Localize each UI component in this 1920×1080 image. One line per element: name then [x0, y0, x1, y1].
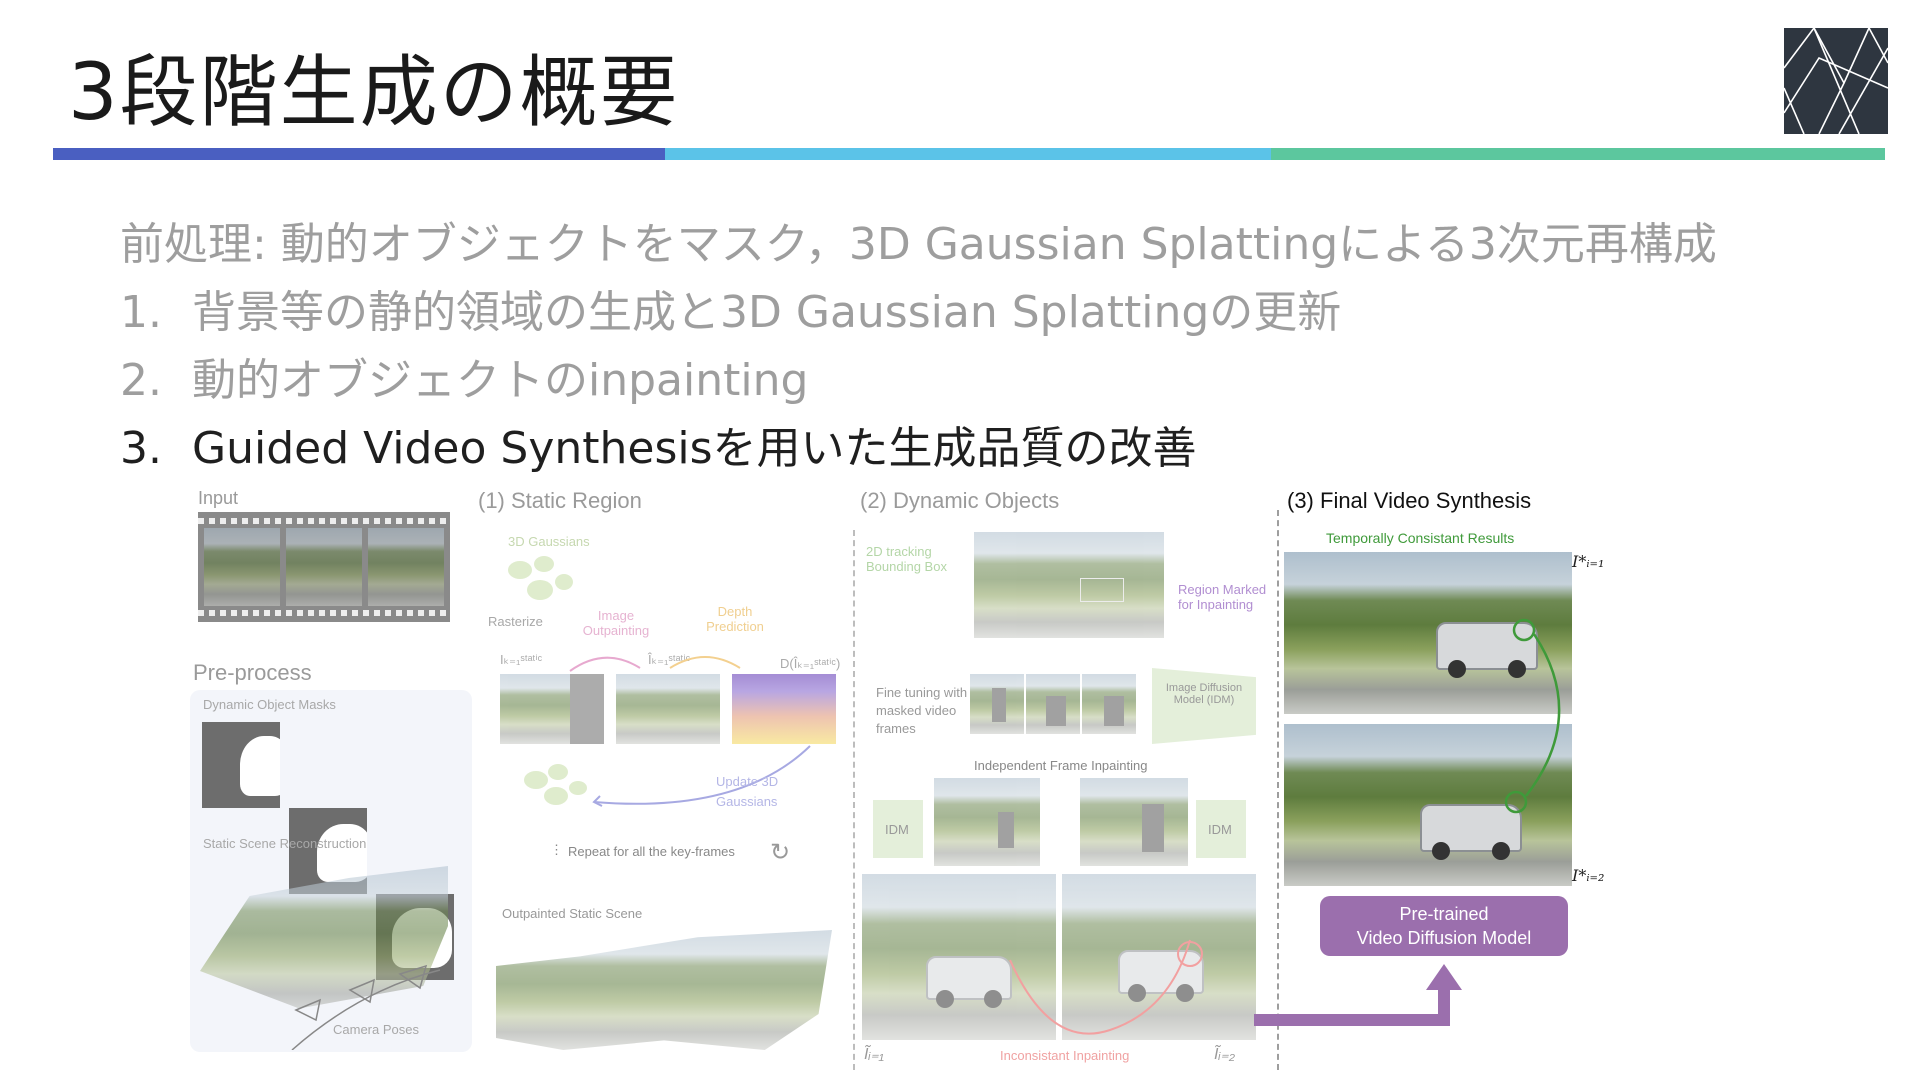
idm-label-left: IDM	[885, 822, 909, 837]
outpainted-image	[616, 674, 720, 744]
update-label: Update 3D Gaussians	[716, 774, 779, 809]
input-film-strip	[198, 512, 450, 622]
outpaint-arrow-icon	[569, 656, 741, 672]
repeat-icon: ⋮	[550, 842, 563, 857]
model-input-arrow-icon	[1254, 964, 1462, 1026]
bullet-text: 前処理: 動的オブジェクトをマスク，3D Gaussian Splattingに…	[120, 219, 1717, 270]
final-title: (3) Final Video Synthesis	[1287, 488, 1532, 513]
outpainted-scene-image	[496, 930, 832, 1050]
masked-frame	[1082, 674, 1136, 734]
rasterized-image	[500, 674, 604, 744]
depth-map-label: D(Îₖ₌₁ˢᵗᵃᵗⁱᶜ)	[780, 656, 841, 671]
frame-i2-label: Ĩᵢ₌₂	[1214, 1046, 1235, 1063]
idm-label-right: IDM	[1208, 822, 1232, 837]
inconsistent-frame-2	[1062, 874, 1256, 1040]
outpainted-label: Outpainted Static Scene	[502, 906, 643, 921]
divider-line	[853, 530, 855, 1070]
idm-full-label: Image Diffusion Model (IDM)	[1165, 682, 1243, 706]
title-underline-bar	[53, 148, 1885, 160]
tracking-image	[974, 532, 1164, 638]
video-diffusion-model-box	[1320, 896, 1568, 956]
bullet-text: 動的オブジェクトのinpainting	[192, 355, 809, 406]
bullet-text: Guided Video Synthesisを用いた生成品質の改善	[192, 423, 1197, 474]
depth-map-image	[732, 674, 836, 744]
idm-box-left	[873, 800, 923, 858]
finetune-label: Fine tuning with masked video frames	[876, 685, 968, 736]
consistency-arrow-icon	[1504, 618, 1561, 814]
preprocess-title: Pre-process	[193, 660, 312, 685]
final-frame-2	[1284, 724, 1572, 886]
dynamic-title: (2) Dynamic Objects	[860, 488, 1060, 513]
model-line2: Video Diffusion Model	[1356, 928, 1532, 948]
masked-frame	[970, 674, 1024, 734]
rasterize-label: Rasterize	[488, 614, 543, 629]
model-line1: Pre-trained	[1399, 904, 1489, 924]
region-marked-label: Region Marked for Inpainting	[1178, 582, 1267, 612]
gaussians-icon	[508, 556, 573, 600]
divider-line	[1277, 510, 1279, 1070]
final-frame-1	[1284, 552, 1572, 714]
loop-icon: ↻	[770, 839, 791, 866]
bar-segment-blue	[53, 148, 665, 160]
bullet-number: 2.	[120, 355, 162, 406]
bar-segment-green	[1271, 148, 1885, 160]
inconsistent-frame-1	[862, 874, 1056, 1040]
recon-label: Static Scene Reconstruction	[203, 836, 367, 851]
outpaint-label: Image Outpainting	[582, 608, 650, 638]
gaussians-label: 3D Gaussians	[508, 534, 590, 549]
tracking-label: 2D tracking Bounding Box	[866, 544, 947, 574]
input-label: Input	[198, 488, 239, 508]
final-i1-label: I*ᵢ₌₁	[1572, 552, 1605, 571]
masked-frame	[1026, 674, 1080, 734]
i-static-label: Iₖ₌₁ˢᵗᵃᵗⁱᶜ	[500, 652, 543, 667]
inpaint-frame-1	[934, 778, 1040, 866]
idm-box-right	[1196, 800, 1246, 858]
static-title: (1) Static Region	[478, 488, 642, 513]
bar-segment-cyan	[665, 148, 1271, 160]
consistent-label: Temporally Consistant Results	[1326, 530, 1515, 546]
slide-title: 3段階生成の概要	[68, 48, 680, 138]
idm-model-box	[1152, 668, 1256, 744]
mask-frame	[202, 722, 280, 808]
bullet-number: 3.	[120, 423, 162, 474]
bullet-number: 1.	[120, 287, 162, 338]
depth-label: Depth Prediction	[706, 604, 764, 634]
bullet-3: 3. Guided Video Synthesisを用いた生成品質の改善	[120, 412, 1197, 476]
repeat-label: Repeat for all the key-frames	[568, 844, 735, 859]
camera-poses-icon	[291, 964, 441, 1050]
update-arrow-icon	[524, 745, 811, 807]
inconsistent-label: Inconsistant Inpainting	[1000, 1048, 1130, 1063]
final-i2-label: I*ᵢ₌₂	[1572, 866, 1605, 885]
independent-label: Independent Frame Inpainting	[974, 758, 1148, 773]
camera-label: Camera Poses	[333, 1022, 419, 1037]
frame-i1-label: Ĩᵢ₌₁	[864, 1046, 884, 1063]
inconsistent-arrow-icon	[1009, 939, 1203, 1035]
bullet-2: 2. 動的オブジェクトのinpainting	[120, 344, 808, 408]
masks-label: Dynamic Object Masks	[203, 697, 336, 712]
bullet-1: 1. 背景等の静的領域の生成と3D Gaussian Splattingの更新	[120, 276, 1341, 340]
bullet-preprocess: 前処理: 動的オブジェクトをマスク，3D Gaussian Splattingに…	[120, 208, 1717, 272]
logo-icon	[1784, 28, 1888, 134]
bullet-text: 背景等の静的領域の生成と3D Gaussian Splattingの更新	[192, 287, 1342, 338]
inpaint-frame-2	[1080, 778, 1188, 866]
